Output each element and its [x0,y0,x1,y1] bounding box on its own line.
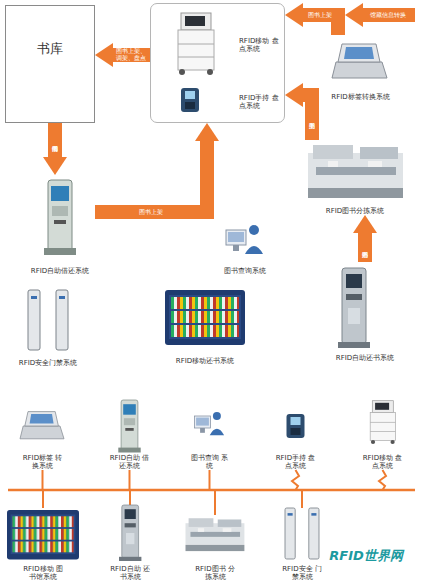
node-label: RFID自助借还系统 [13,267,107,275]
bus-drop [129,490,131,505]
flow-arrow [95,140,207,212]
sorter-device [308,145,403,198]
node-label: RFID移动 图书馆系统 [23,565,63,581]
watermark: RFID世界网 [329,547,403,565]
flow-arrow [358,232,372,262]
device-node: RFID自助借还系统 [25,175,95,275]
device-node: RFID移动 盘点系统 [345,398,420,470]
device-node: RFID移动 图书馆系统 [3,503,83,581]
query-device [226,225,263,254]
gate-device [285,508,319,559]
wireless-link [292,470,299,490]
gate-device [28,290,68,350]
flow-arrow [112,48,150,62]
flow-arrow [302,15,338,35]
node-label: RFID移动 盘点系统 [363,454,403,470]
node-label: RFID图书分拣系统 [288,207,422,215]
converter-device [332,44,387,78]
device-node: RFID图书分拣系统 [300,140,410,215]
converter-device [20,412,64,439]
return-device [119,505,141,561]
node-label: RFID手持 盘点系统 [239,94,281,110]
device-node: RFID自助 还书系统 [90,503,170,581]
bus-drop [42,490,44,508]
arrow-label: 馆藏信息转换 [370,11,406,20]
network-bus [8,489,415,492]
node-label: RFID手持 盘点系统 [276,454,316,470]
device-node: RFID自助 借还系统 [92,398,167,470]
bus-drop [129,470,131,490]
node-label: RFID自助 还书系统 [110,565,150,581]
node-label: 书库 [37,42,63,57]
handheld-device [181,88,199,112]
flow-arrow [48,123,62,158]
device-node: RFID手持 盘点系统 [258,398,333,470]
device-node: RFID标签转换系统 [318,35,403,101]
query-device [195,412,225,435]
bus-drop [301,490,303,508]
device-node: RFID移动还书系统 [150,285,260,365]
device-node: RFID标签 转换系统 [5,398,80,470]
return-device [338,268,370,348]
node-label: RFID移动还书系统 [138,357,272,365]
cabinet-device [165,290,245,345]
bus-drop [209,470,211,490]
node-label: RFID自助还书系统 [308,354,422,362]
device-node: RFID手持 盘点系统 [171,84,281,120]
edge-label: 图书上架、调架、盘点 [114,48,148,61]
node-label: RFID图书 分拣系统 [195,565,235,581]
node-label: 图书查询系统 [203,267,287,275]
group-box: RFID移动 盘点系统 RFID手持 盘点系统 [150,3,285,123]
device-node: RFID自助还书系统 [320,262,410,362]
node-label: RFID安全 门禁系统 [282,565,322,581]
device-node: RFID移动 盘点系统 [171,10,281,80]
cart-device [178,13,214,75]
cart-device [370,401,395,444]
bus-drop [214,490,216,515]
info-arrow [362,8,415,22]
device-node: RFID安全门禁系统 [8,285,88,367]
kiosk-device [44,180,76,255]
node-label: RFID移动 盘点系统 [239,37,281,53]
sorter-device [186,518,245,551]
node-label: RFID标签 转换系统 [23,454,63,470]
cabinet-device [7,510,79,560]
flow-arrow [302,95,312,140]
handheld-device [287,414,305,438]
storage-box: 书库 [5,5,95,123]
device-node: RFID图书 分拣系统 [175,503,255,581]
wireless-link [379,470,386,490]
device-node: RFID安全 门禁系统 [262,503,342,581]
node-label: RFID自助 借还系统 [110,454,150,470]
kiosk-device [118,400,140,453]
node-label: RFID安全门禁系统 [0,359,100,367]
edge-label: 图书上架 [139,209,163,216]
device-node: 图书查询 系统 [172,398,247,470]
node-label: 图书查询 系统 [190,454,230,470]
edge-label: 图书上架 [308,12,332,19]
node-label: RFID标签转换系统 [306,93,415,101]
device-node: 图书查询系统 [215,220,275,275]
bus-drop [42,470,44,490]
